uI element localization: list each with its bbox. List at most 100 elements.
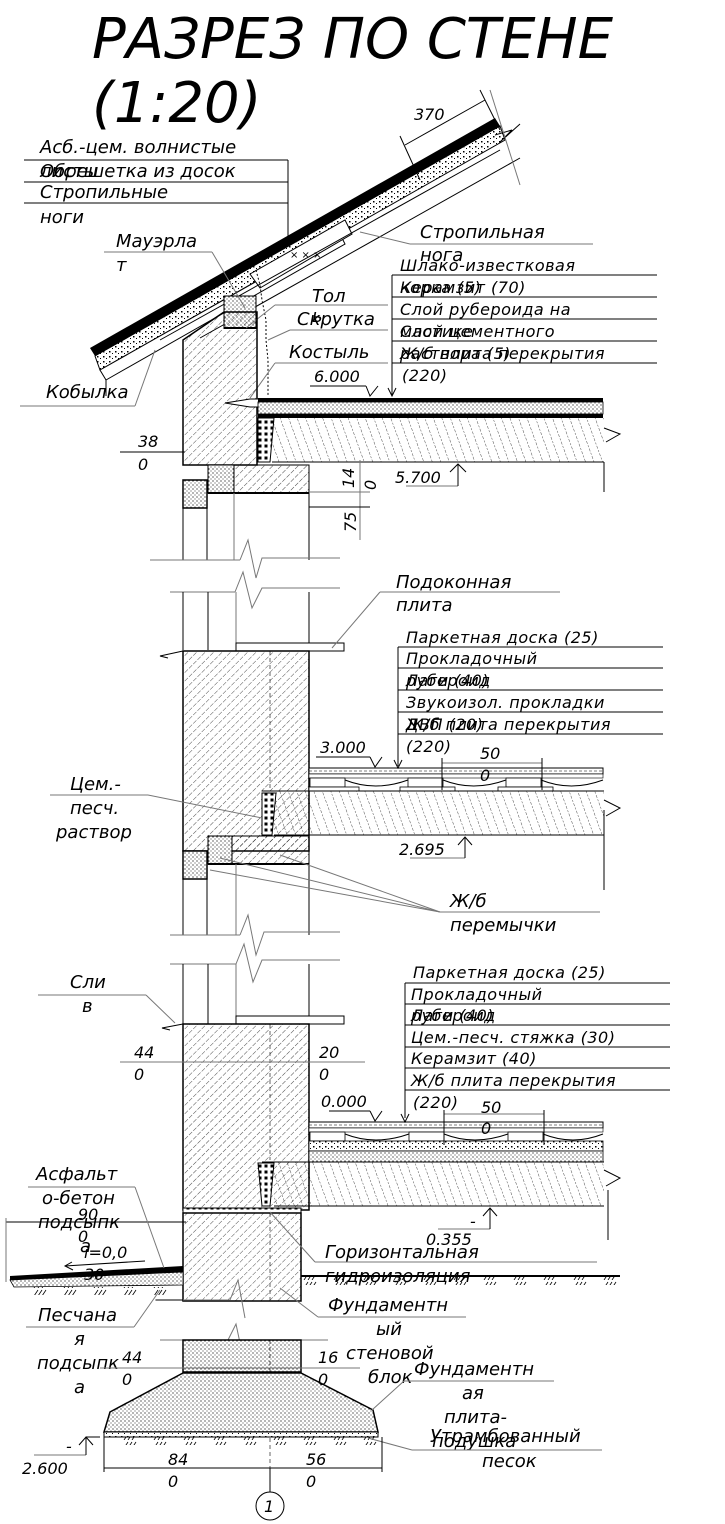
- middle-wall: [159, 570, 622, 957]
- label-rafters-2: ноги: [40, 207, 84, 228]
- level-neg-2600: -: [66, 1437, 72, 1456]
- level-5700: 5.700: [395, 468, 441, 487]
- label-foundation-block: Фундаментн: [328, 1295, 448, 1316]
- mid-layer-4b: ДВП (20): [405, 715, 483, 734]
- dim-200-b: 0: [319, 1065, 329, 1084]
- blind-width-900-b: 0: [78, 1227, 88, 1246]
- label-lathing: Обрешетка из досок: [40, 161, 236, 182]
- label-mauerlat: Мауэрла: [116, 231, 197, 252]
- roof-assembly: × × × 370: [90, 89, 521, 396]
- axis-marker: [255, 1491, 285, 1521]
- level-2695: 2.695: [399, 840, 445, 859]
- joist-spacing: 50: [480, 744, 500, 763]
- label-lintels-2: перемычки: [450, 915, 557, 936]
- dim-160-b: 0: [318, 1370, 328, 1389]
- svg-text:× × ×: × × ×: [290, 250, 322, 261]
- foundation-labels: Асфальт о-бетон подсыпк а 90 0 i=0,0 30 …: [22, 1164, 602, 1521]
- dim-840-b: 0: [168, 1472, 178, 1491]
- upper-wall: [150, 311, 622, 579]
- label-mortar: Цем.-: [70, 774, 121, 795]
- label-waterproofing-2: гидроизоляция: [325, 1266, 471, 1287]
- attic-layer-5: Ж/б плита перекрытия: [399, 344, 605, 363]
- level-neg-2600-b: 2.600: [22, 1459, 68, 1478]
- dim-440-lower-b: 0: [122, 1370, 132, 1389]
- dim-160: 16: [318, 1348, 338, 1367]
- mid-layer-6: (220): [406, 737, 452, 756]
- label-kobylka: Кобылка: [46, 382, 129, 403]
- label-sheets-2: листы: [39, 161, 98, 182]
- roof-thickness-dim: 370: [414, 105, 445, 124]
- dim-440-upper: 44: [134, 1043, 154, 1062]
- gnd-layer-7: (220): [413, 1093, 459, 1112]
- mid-layer-1: Паркетная доска (25): [406, 628, 599, 647]
- label-crutch: Костыль: [289, 342, 370, 363]
- attic-layer-6: (220): [402, 366, 448, 385]
- label-rafter-leg: Стропильная: [420, 222, 545, 243]
- level-neg-0355-b: 0.355: [426, 1230, 472, 1249]
- label-compacted-sand: Утрамбованный: [430, 1426, 581, 1447]
- label-foundation-block-2: ый: [376, 1319, 402, 1340]
- label-sand-bedding-3: подсыпк: [37, 1353, 119, 1374]
- level-0000: 0.000: [321, 1092, 367, 1111]
- gnd-layer-6: Ж/б плита перекрытия: [410, 1071, 616, 1090]
- gnd-layer-1: Паркетная доска (25): [413, 963, 606, 982]
- gnd-joist-spacing-b: 0: [481, 1119, 491, 1138]
- level-neg-0355: -: [470, 1212, 476, 1231]
- dim-560-b: 0: [306, 1472, 316, 1491]
- blind-slope: i=0,0: [84, 1243, 127, 1262]
- label-sill-2: плита: [396, 595, 453, 616]
- label-sill: Подоконная: [396, 572, 511, 593]
- label-rafters: Стропильные: [40, 182, 168, 203]
- label-sheets: Асб.-цем. волнистые: [39, 137, 236, 158]
- mid-layer-2b: рубероид: [405, 671, 491, 690]
- gnd-layer-5: Керамзит (40): [411, 1049, 537, 1068]
- axis-label: 1: [264, 1497, 274, 1516]
- label-lintels: Ж/б: [449, 891, 487, 912]
- label-foundation-slab-2: ая: [462, 1383, 484, 1404]
- mid-layer-4: Звукоизол. прокладки: [406, 693, 605, 712]
- wall-thickness-380: 38: [138, 432, 158, 451]
- mid-layer-5: Ж/б плита перекрытия: [405, 715, 611, 734]
- label-tol-2: ь: [312, 306, 323, 327]
- attic-dimensions: 6.000 38 0 14 0 75 5.700: [120, 367, 467, 540]
- label-mortar-3: раствор: [55, 822, 132, 843]
- label-asphalt-4: а: [80, 1236, 91, 1257]
- label-asphalt: Асфальт: [35, 1164, 118, 1185]
- label-mauerlat-2: т: [116, 255, 127, 276]
- drawing-scale: (1:20): [92, 71, 261, 136]
- blind-width-900: 90: [78, 1205, 98, 1224]
- label-foundation-block-4: блок: [368, 1367, 413, 1388]
- attic-layer-1: Шлако-известковая: [400, 256, 575, 275]
- joist-spacing-b: 0: [480, 766, 490, 785]
- label-twist: Скрутка: [297, 309, 375, 330]
- label-foundation-slab-4: подушка: [432, 1431, 516, 1452]
- level-6000: 6.000: [314, 367, 360, 386]
- ground-wall: [161, 942, 622, 1240]
- dim-560: 56: [306, 1450, 326, 1469]
- middle-labels: Подоконная плита Паркетная доска (25) Пр…: [50, 572, 663, 936]
- label-tol: Тол: [312, 286, 346, 307]
- label-sand-bedding-2: я: [74, 1329, 85, 1350]
- gnd-layer-2b: рубероид: [410, 1006, 496, 1025]
- label-rafter-leg-2: нога: [420, 245, 463, 266]
- gnd-layer-3: Лаги (40): [410, 1006, 494, 1025]
- level-3000: 3.000: [320, 738, 366, 757]
- gnd-joist-spacing: 50: [481, 1098, 501, 1117]
- label-compacted-sand-2: песок: [482, 1451, 537, 1472]
- drawing-title: РАЗРЕЗ ПО СТЕНЕ: [92, 7, 614, 72]
- attic-layer-1b: корка (5): [400, 278, 481, 297]
- label-foundation-slab-3: плита-: [444, 1407, 507, 1428]
- blind-slope-b: 30: [84, 1265, 104, 1284]
- dim-140: 14: [339, 468, 358, 488]
- mid-layer-3: Лаги (40): [405, 671, 489, 690]
- gnd-layer-2: Прокладочный: [411, 985, 542, 1004]
- attic-layer-2: Керамзит (70): [400, 278, 526, 297]
- label-asphalt-3: подсыпк: [38, 1212, 120, 1233]
- label-foundation-block-3: стеновой: [346, 1343, 434, 1364]
- label-mortar-2: песч.: [70, 798, 119, 819]
- label-drip: Сли: [70, 972, 106, 993]
- attic-layer-4: Слой цементного: [400, 322, 555, 341]
- attic-layer-4b: раствора (5): [399, 344, 511, 363]
- label-sand-bedding: Песчана: [38, 1305, 117, 1326]
